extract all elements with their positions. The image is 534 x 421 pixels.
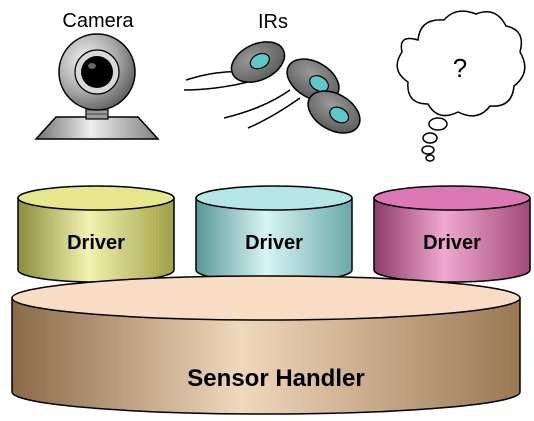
sensor-handler-cylinder: Sensor Handler <box>11 275 521 415</box>
irs-label: IRs <box>258 11 288 33</box>
ir-sensors-icon <box>183 41 361 134</box>
camera-label: Camera <box>62 10 134 32</box>
unknown-sensor-label: ? <box>453 53 467 83</box>
thought-cloud-icon: ? <box>396 10 526 162</box>
driver-cylinder-unknown: Driver <box>373 185 531 283</box>
sensor-handler-label: Sensor Handler <box>187 365 364 392</box>
driver-cylinder-irs: Driver <box>195 185 353 283</box>
driver-label: Driver <box>67 232 125 254</box>
driver-label: Driver <box>245 232 303 254</box>
driver-label: Driver <box>423 232 481 254</box>
driver-cylinder-camera: Driver <box>17 185 175 283</box>
camera-icon <box>34 33 160 140</box>
